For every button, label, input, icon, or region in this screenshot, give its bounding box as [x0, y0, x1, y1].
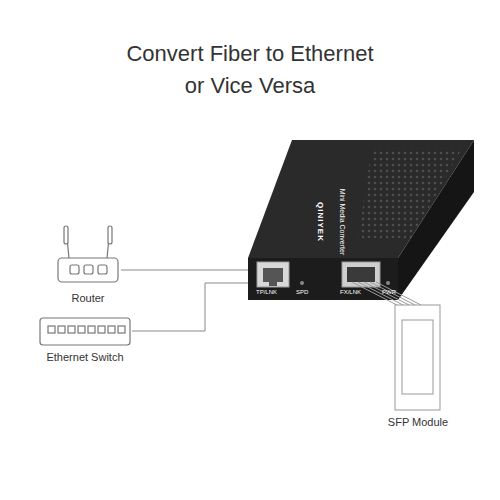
title: Convert Fiber to Ethernet or Vice Versa [120, 38, 380, 102]
router-node: Router [55, 222, 121, 308]
brand-text: QINIYEK [316, 202, 325, 242]
cable-line [132, 283, 248, 331]
router-icon [58, 226, 118, 282]
cable-line [121, 270, 248, 271]
sfp-module [352, 282, 440, 410]
switch-node: Ethernet Switch [38, 312, 132, 366]
port-label: SPD [296, 289, 308, 296]
device-label: SFP Module [388, 416, 448, 428]
device-label: Ethernet Switch [46, 351, 123, 363]
model-text: Mini Media Converter [338, 189, 346, 256]
sfp-node: SFP Module [385, 303, 452, 433]
port-label: PWR [382, 289, 396, 296]
device-label: Router [71, 292, 104, 304]
converter-node: QINIYEK Mini Media ConverterTP/LNK SPD FX/L… [248, 140, 475, 300]
switch-icon [40, 318, 130, 345]
port-label: FX/LNK [340, 289, 361, 296]
media-converter [248, 140, 474, 300]
port-label: TP/LNK [256, 289, 277, 296]
